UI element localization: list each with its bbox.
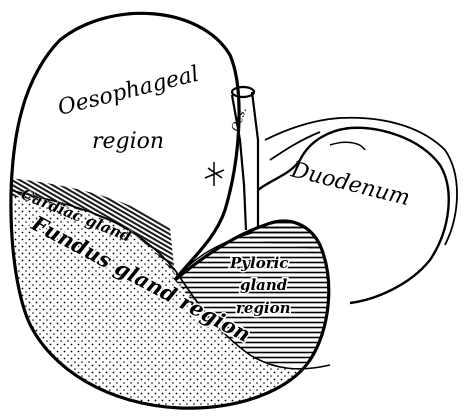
label-pyloric: Pyloric — [229, 254, 288, 272]
label-pyloric-region: region — [236, 299, 291, 317]
vagus-nerve-mark — [205, 162, 224, 186]
oesophagus-opening — [232, 87, 254, 97]
label-oesophageal-region: region — [92, 129, 164, 154]
label-oes: Oes. — [229, 105, 250, 133]
label-oesophageal: Oesophageal — [55, 62, 201, 121]
label-pyloric-gland: gland — [240, 276, 288, 294]
duodenum-fold — [330, 142, 365, 150]
label-duodenum: Duodenum — [288, 157, 413, 211]
